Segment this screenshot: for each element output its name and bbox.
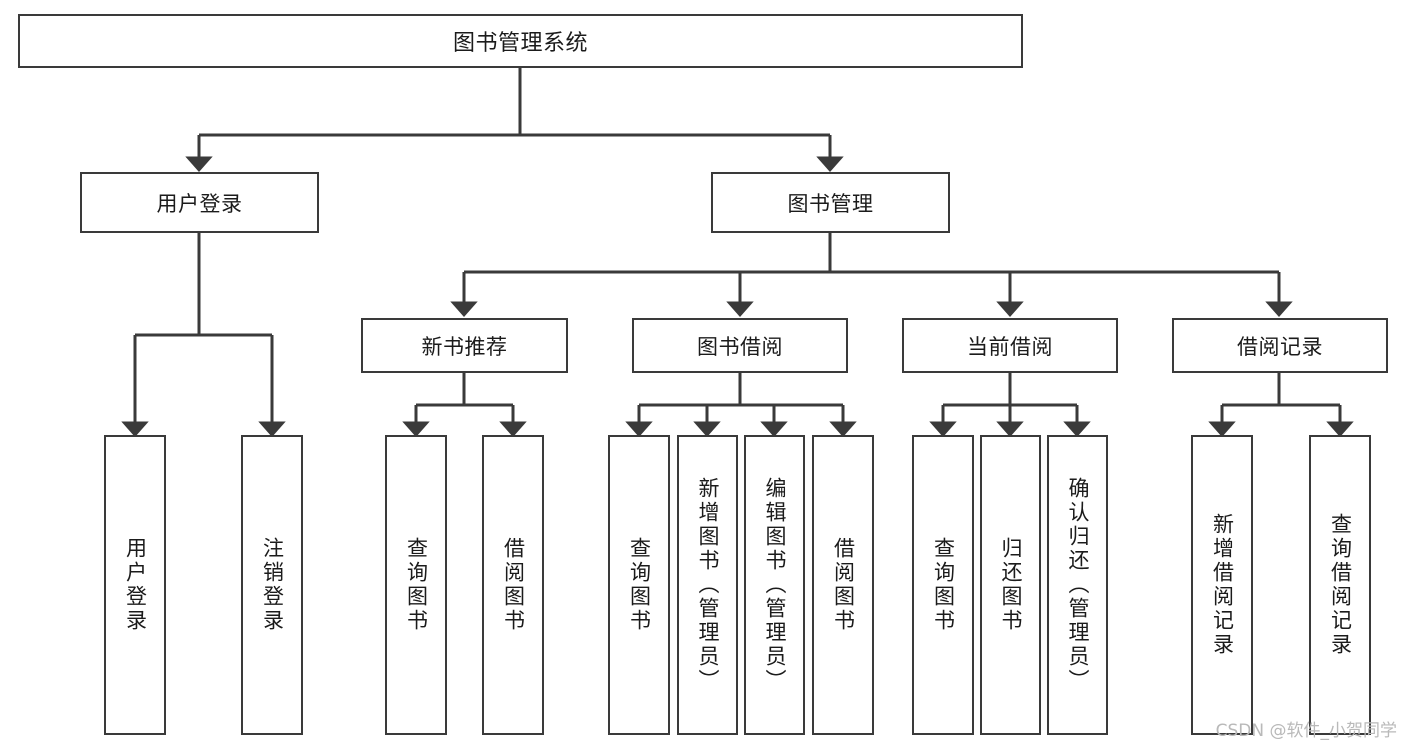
leaf-nb-query-book[interactable]: 查询图书: [385, 435, 447, 735]
leaf-cb-query-book-label: 查询图书: [931, 537, 956, 633]
leaf-bb-query-book-label: 查询图书: [627, 537, 652, 633]
node-new-book-recommend-label: 新书推荐: [421, 334, 508, 359]
node-borrow-record[interactable]: 借阅记录: [1172, 318, 1388, 373]
node-new-book-recommend[interactable]: 新书推荐: [361, 318, 568, 373]
leaf-bb-edit-book-label: 编辑图书（管理员）: [763, 477, 787, 693]
leaf-cb-return-book[interactable]: 归还图书: [980, 435, 1041, 735]
leaf-br-query-record-label: 查询借阅记录: [1328, 513, 1353, 657]
leaf-nb-borrow-book-label: 借阅图书: [501, 537, 526, 633]
node-root-label: 图书管理系统: [452, 31, 588, 56]
leaf-bb-query-book[interactable]: 查询图书: [608, 435, 670, 735]
leaf-cb-return-book-label: 归还图书: [999, 537, 1023, 633]
node-root[interactable]: 图书管理系统: [18, 14, 1023, 68]
leaf-br-add-record-label: 新增借阅记录: [1210, 513, 1235, 657]
csdn-watermark: CSDN @软件_小贺同学: [1215, 721, 1397, 741]
node-book-manage[interactable]: 图书管理: [711, 172, 950, 233]
leaf-br-add-record[interactable]: 新增借阅记录: [1191, 435, 1253, 735]
leaf-logout-label: 注销登录: [260, 537, 285, 633]
leaf-cb-confirm-return-label: 确认归还（管理员）: [1066, 477, 1090, 693]
leaf-cb-query-book[interactable]: 查询图书: [912, 435, 974, 735]
node-book-borrow[interactable]: 图书借阅: [632, 318, 848, 373]
node-current-borrow-label: 当前借阅: [967, 334, 1053, 359]
leaf-user-login-label: 用户登录: [123, 537, 148, 633]
leaf-bb-borrow-book-label: 借阅图书: [831, 537, 856, 633]
leaf-logout[interactable]: 注销登录: [241, 435, 303, 735]
node-user-login-label: 用户登录: [156, 191, 243, 216]
node-user-login[interactable]: 用户登录: [80, 172, 319, 233]
node-book-manage-label: 图书管理: [787, 191, 874, 216]
leaf-br-query-record[interactable]: 查询借阅记录: [1309, 435, 1371, 735]
leaf-bb-add-book[interactable]: 新增图书（管理员）: [677, 435, 738, 735]
node-book-borrow-label: 图书借阅: [697, 334, 783, 359]
leaf-nb-query-book-label: 查询图书: [404, 537, 429, 633]
leaf-bb-edit-book[interactable]: 编辑图书（管理员）: [744, 435, 805, 735]
leaf-cb-confirm-return[interactable]: 确认归还（管理员）: [1047, 435, 1108, 735]
leaf-bb-add-book-label: 新增图书（管理员）: [696, 477, 720, 693]
node-current-borrow[interactable]: 当前借阅: [902, 318, 1118, 373]
leaf-user-login[interactable]: 用户登录: [104, 435, 166, 735]
leaf-nb-borrow-book[interactable]: 借阅图书: [482, 435, 544, 735]
leaf-bb-borrow-book[interactable]: 借阅图书: [812, 435, 874, 735]
node-borrow-record-label: 借阅记录: [1237, 334, 1323, 359]
